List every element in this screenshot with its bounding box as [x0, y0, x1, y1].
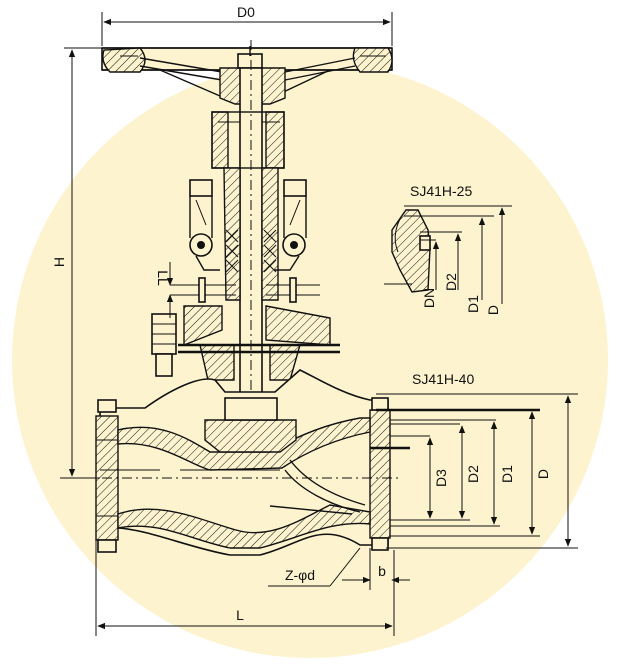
- dim-bolt-holes: Z-φd b: [268, 547, 410, 590]
- valve-body: [62, 369, 400, 556]
- label-small-d1: D1: [465, 295, 481, 313]
- small-flange-detail: SJ41H-25 DN D2 D1 D: [384, 183, 512, 315]
- model-lower-label: SJ41H-40: [412, 371, 474, 387]
- label-small-dn: DN: [421, 288, 437, 308]
- label-z-phi-d: Z-φd: [285, 567, 315, 583]
- label-large-d: D: [535, 469, 551, 479]
- label-ll: LL: [155, 270, 171, 286]
- dim-d0: D0: [101, 4, 393, 46]
- label-large-d3: D3: [433, 469, 449, 487]
- label-small-d2: D2: [443, 273, 459, 291]
- label-large-d2: D2: [465, 465, 481, 483]
- model-upper-label: SJ41H-25: [410, 183, 472, 199]
- label-b: b: [378, 563, 386, 579]
- dim-h: H: [51, 47, 102, 479]
- dim-l: L: [95, 540, 395, 636]
- large-flange-dimensions: SJ41H-40 D3 D2 D1 D: [370, 371, 578, 549]
- label-small-d: D: [485, 305, 501, 315]
- label-h: H: [51, 257, 67, 267]
- handwheel: [101, 46, 393, 105]
- stem-assembly: [151, 40, 340, 470]
- label-l: L: [236, 607, 244, 623]
- label-d0: D0: [237, 4, 255, 20]
- label-large-d1: D1: [499, 465, 515, 483]
